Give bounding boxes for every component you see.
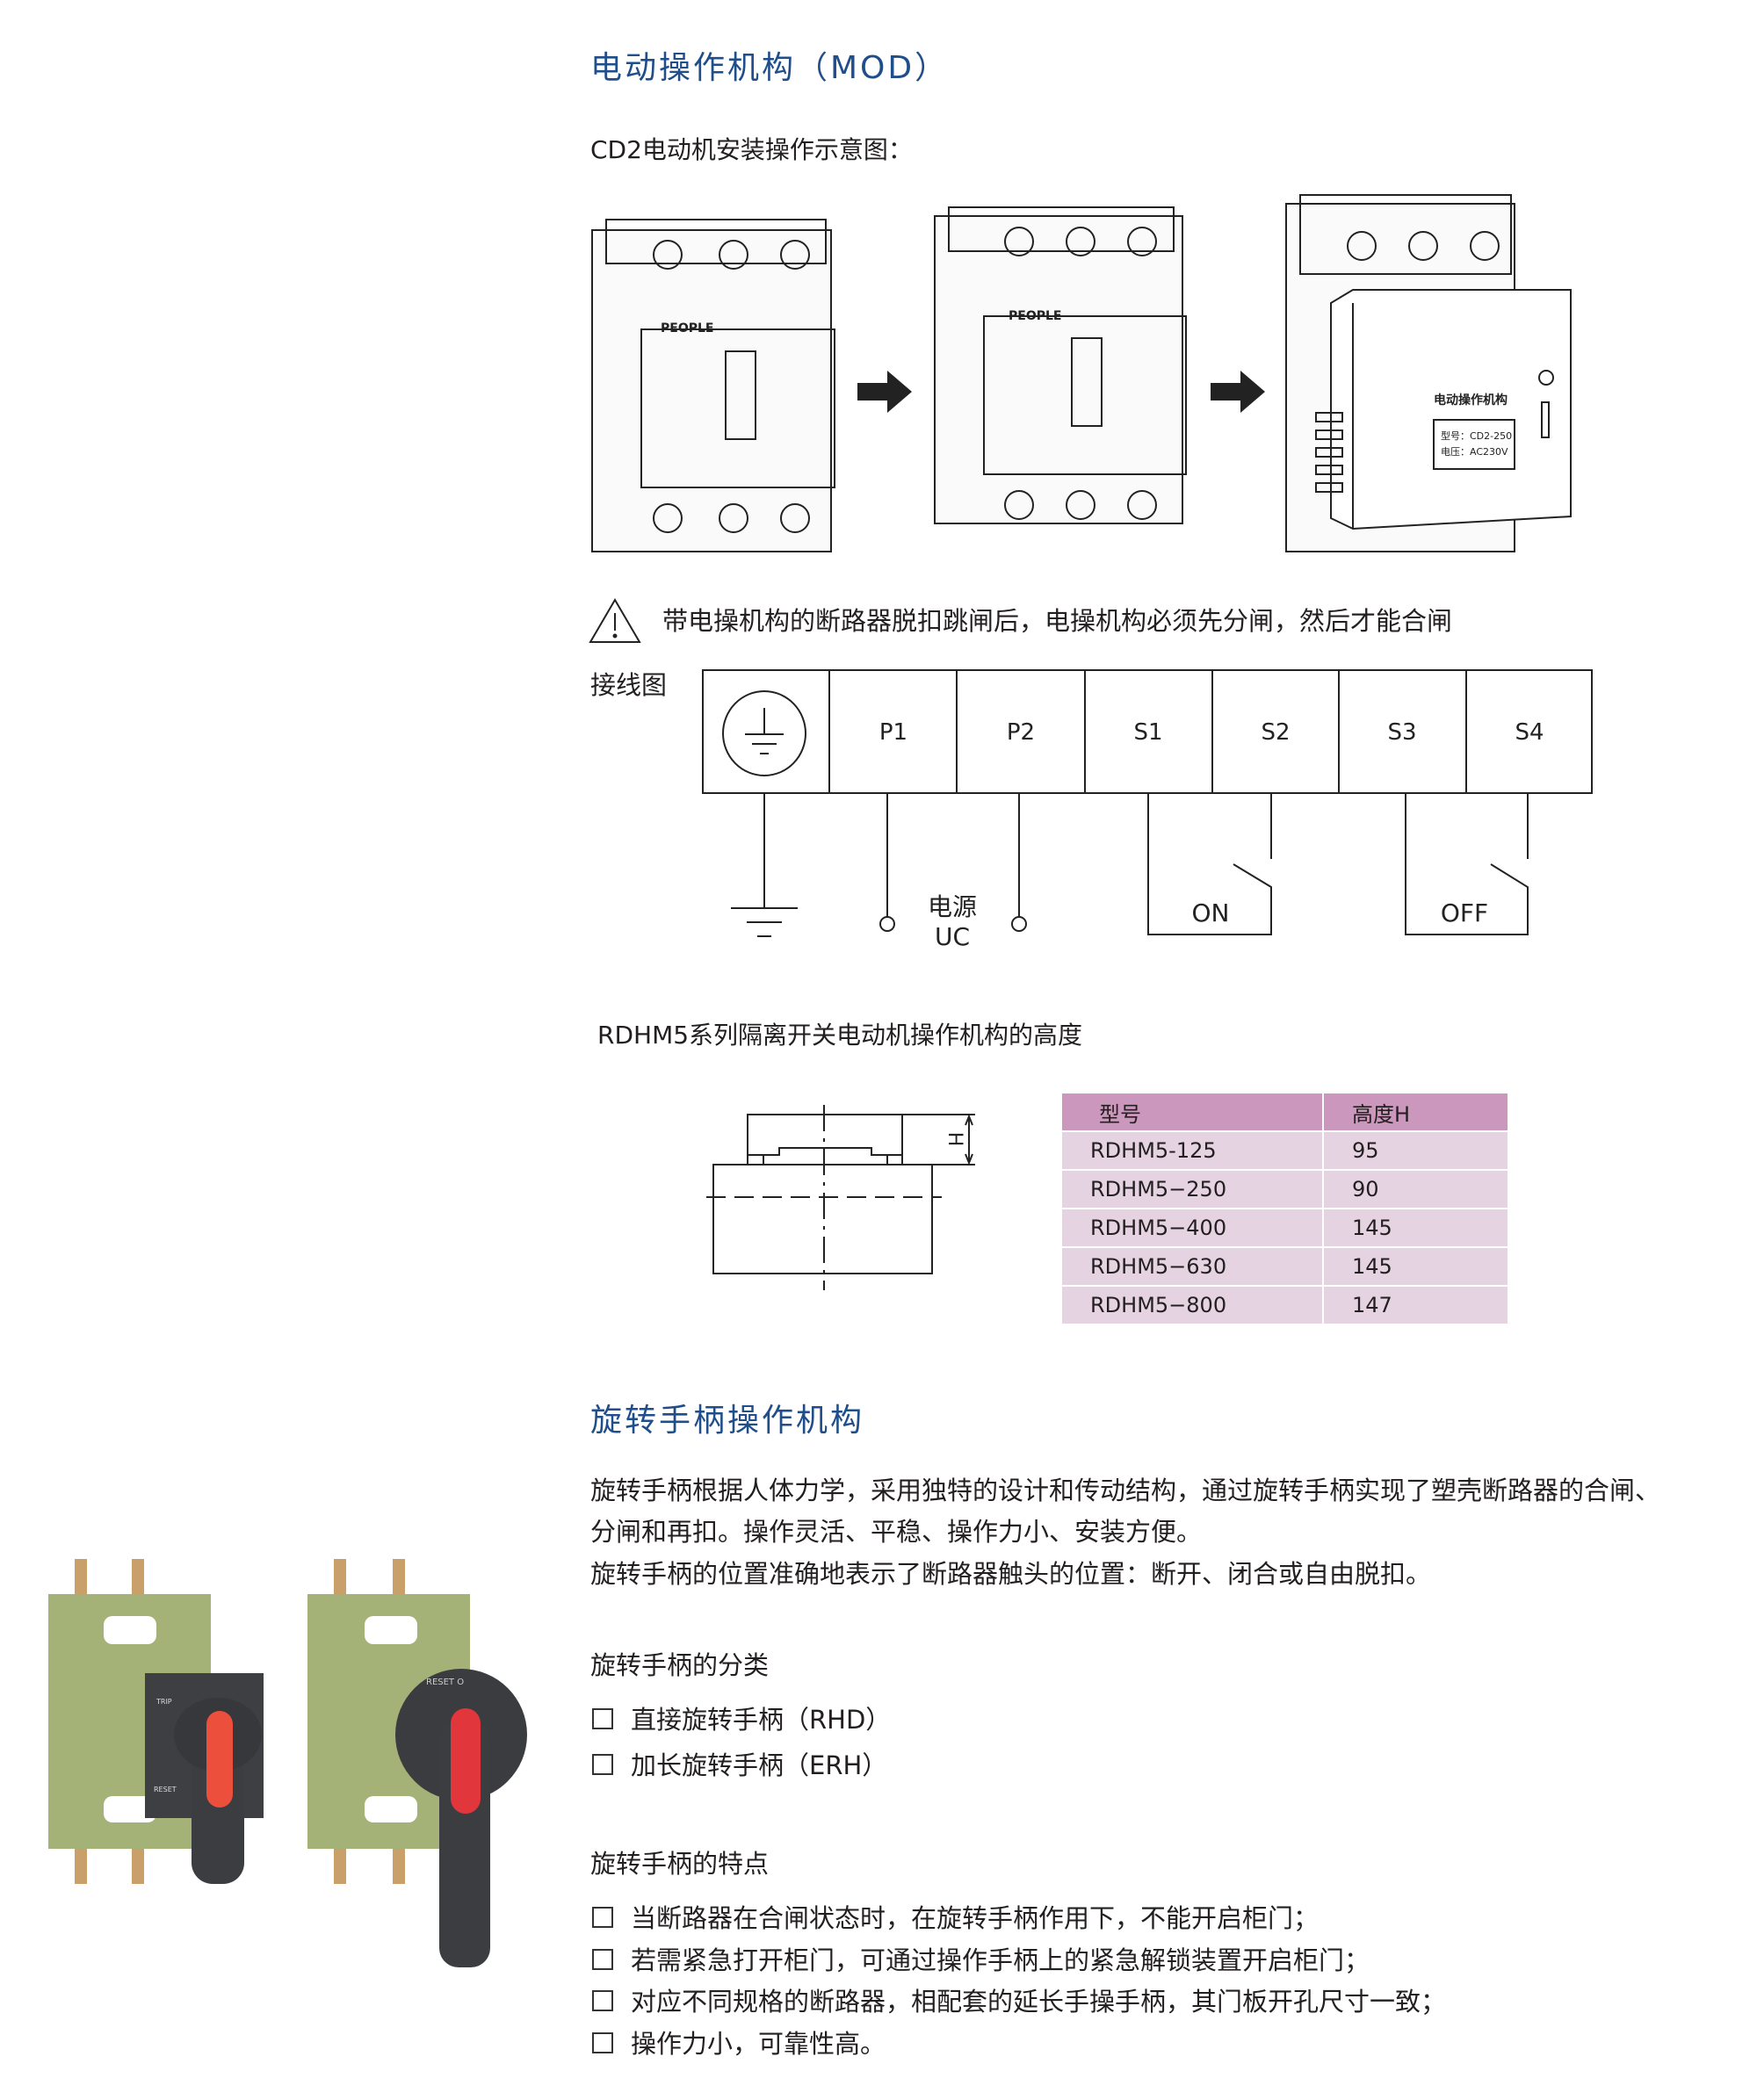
power-label: 电源 — [928, 892, 977, 921]
arrow-icon — [857, 371, 912, 413]
breaker-with-mod-drawing — [1285, 194, 1572, 552]
type-item: 加长旋转手柄（ERH） — [592, 1750, 887, 1780]
type-label: 加长旋转手柄（ERH） — [631, 1750, 888, 1780]
power-sub-label: UC — [935, 922, 970, 951]
cell-height: 90 — [1322, 1169, 1509, 1209]
section-title-rotary-handle: 旋转手柄操作机构 — [590, 1403, 865, 1439]
terminal-s4: S4 — [1515, 719, 1544, 746]
section-title-mod: 电动操作机构（MOD） — [590, 50, 950, 86]
feature-label: 若需紧急打开柜门，可通过操作手柄上的紧急解锁装置开启柜门； — [631, 1945, 1370, 1975]
description-line-2: 分闸和再扣。操作灵活、平稳、操作力小、安装方便。 — [590, 1517, 1203, 1547]
feature-item: 对应不同规格的断路器，相配套的延长手操手柄，其门板开孔尺寸一致； — [592, 1987, 1446, 2017]
cell-height: 147 — [1322, 1285, 1509, 1325]
terminal-s1: S1 — [1133, 719, 1162, 746]
feature-label: 对应不同规格的断路器，相配套的延长手操手柄，其门板开孔尺寸一致； — [631, 1987, 1447, 2017]
breaker-brand: PEOPLE — [1009, 309, 1061, 323]
cell-height: 145 — [1322, 1208, 1509, 1248]
header-model: 型号 — [1060, 1092, 1324, 1132]
type-item: 直接旋转手柄（RHD） — [592, 1705, 891, 1735]
rotary-handle-photo-extended: RESET O — [307, 1559, 527, 1967]
feature-item: 当断路器在合闸状态时，在旋转手柄作用下，不能开启柜门； — [592, 1903, 1319, 1933]
feature-label: 当断路器在合闸状态时，在旋转手柄作用下，不能开启柜门； — [631, 1903, 1320, 1933]
header-height: 高度H — [1322, 1092, 1509, 1132]
feature-item: 若需紧急打开柜门，可通过操作手柄上的紧急解锁装置开启柜门； — [592, 1945, 1370, 1975]
reset-label: RESET — [154, 1786, 177, 1793]
mod-voltage: 电压：AC230V — [1441, 446, 1508, 458]
warning-text: 带电操机构的断路器脱扣跳闸后，电操机构必须先分闸，然后才能合闸 — [662, 606, 1453, 636]
terminal-labels: P1 P2 S1 S2 S3 S4 电源 UC ON OFF — [879, 719, 1544, 951]
height-caption: RDHM5系列隔离开关电动机操作机构的高度 — [597, 1021, 1083, 1050]
off-label: OFF — [1441, 898, 1488, 927]
types-heading: 旋转手柄的分类 — [590, 1650, 770, 1680]
checkbox-icon — [592, 1754, 613, 1775]
type-label: 直接旋转手柄（RHD） — [631, 1705, 892, 1735]
cell-model: RDHM5-125 — [1060, 1130, 1324, 1171]
mod-label: 电动操作机构 — [1434, 393, 1508, 408]
checkbox-icon — [592, 1990, 613, 2011]
height-dimension-drawing — [706, 1105, 975, 1290]
terminal-p1: P1 — [879, 719, 907, 746]
cell-model: RDHM5−800 — [1060, 1285, 1324, 1325]
cell-model: RDHM5−630 — [1060, 1246, 1324, 1287]
breaker-drawing-2: PEOPLE — [934, 206, 1187, 524]
cell-model: RDHM5−400 — [1060, 1208, 1324, 1248]
breaker-brand: PEOPLE — [661, 321, 713, 336]
on-label: ON — [1192, 898, 1230, 927]
description-line-1: 旋转手柄根据人体力学，采用独特的设计和传动结构，通过旋转手柄实现了塑壳断路器的合… — [590, 1476, 1661, 1505]
reset-o-label: RESET O — [426, 1678, 464, 1687]
rotary-handle-photo-direct: TRIP RESET — [48, 1559, 264, 1884]
ground-icon — [722, 690, 806, 776]
breaker-drawing-1: PEOPLE — [591, 219, 835, 552]
dimension-h-label: H — [944, 1132, 965, 1147]
checkbox-icon — [592, 2032, 613, 2053]
warning-icon — [589, 598, 641, 643]
feature-item: 操作力小，可靠性高。 — [592, 2029, 886, 2059]
wiring-label: 接线图 — [590, 670, 668, 700]
arrow-icon — [1211, 371, 1265, 413]
cell-model: RDHM5−250 — [1060, 1169, 1324, 1209]
checkbox-icon — [592, 1949, 613, 1970]
checkbox-icon — [592, 1907, 613, 1928]
terminal-s3: S3 — [1387, 719, 1416, 746]
cell-height: 95 — [1322, 1130, 1509, 1171]
features-heading: 旋转手柄的特点 — [590, 1849, 770, 1879]
terminal-s2: S2 — [1261, 719, 1290, 746]
mod-model: 型号：CD2-250 — [1441, 429, 1512, 442]
table-header-row: 型号 高度H — [1060, 1092, 1509, 1132]
cell-height: 145 — [1322, 1246, 1509, 1287]
description-line-3: 旋转手柄的位置准确地表示了断路器触头的位置：断开、闭合或自由脱扣。 — [590, 1559, 1432, 1589]
install-diagram-caption: CD2电动机安装操作示意图： — [590, 135, 913, 164]
feature-label: 操作力小，可靠性高。 — [631, 2029, 886, 2059]
trip-label: TRIP — [155, 1698, 172, 1706]
wiring-diagram — [702, 669, 1593, 937]
terminal-p2: P2 — [1007, 719, 1035, 746]
checkbox-icon — [592, 1708, 613, 1729]
